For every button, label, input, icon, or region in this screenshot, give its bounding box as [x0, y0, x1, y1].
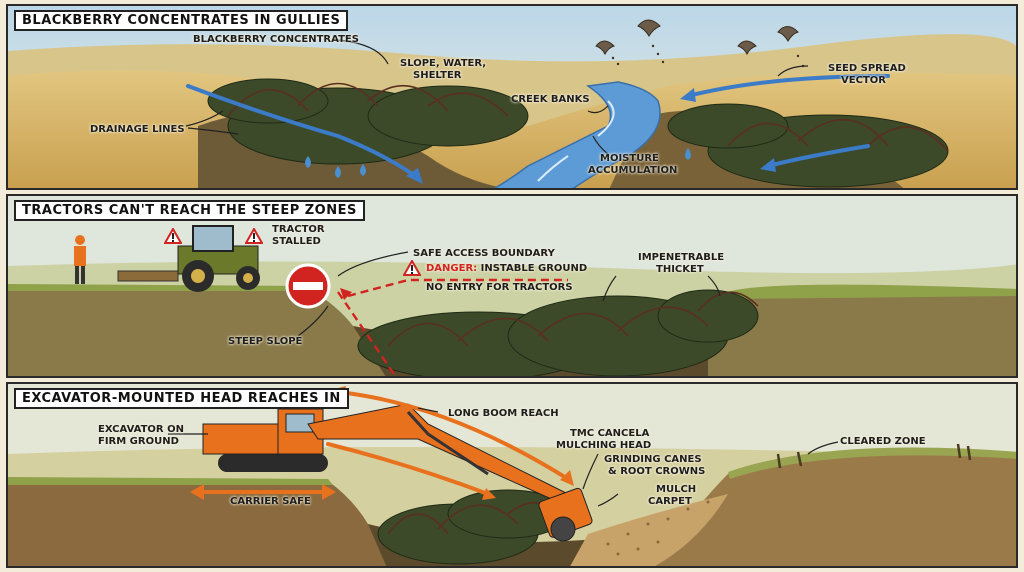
label-slope-water-shelter-1: SLOPE, WATER, [400, 58, 487, 69]
label-drainage-lines: DRAINAGE LINES [90, 124, 185, 135]
tractor-scene [8, 196, 1016, 376]
worker-icon [74, 235, 86, 284]
bramble-thicket [357, 289, 759, 376]
bramble-thicket [207, 78, 949, 188]
label-excavator-1: EXCAVATOR ON [98, 424, 184, 435]
label-steep-slope: STEEP SLOPE [228, 336, 303, 347]
label-tractor-stalled-1: TRACTOR [272, 224, 325, 235]
gully-scene [8, 6, 1016, 188]
label-no-entry: NO ENTRY FOR TRACTORS [426, 282, 573, 293]
mulching-head-icon [538, 487, 593, 542]
label-tmc-2: MULCHING HEAD [556, 440, 652, 451]
panel-excavator: EXCAVATOR-MOUNTED HEAD REACHES IN EXCAVA… [6, 382, 1018, 568]
panel-tractors: TRACTORS CAN'T REACH THE STEEP ZONES TRA… [6, 194, 1018, 378]
label-impenetrable-2: THICKET [656, 264, 704, 275]
tractor-icon [117, 225, 260, 292]
label-mulch-2: CARPET [648, 496, 692, 507]
danger-word: DANGER: [426, 263, 478, 274]
label-blackberry-concentrates: BLACKBERRY CONCENTRATES [193, 34, 359, 45]
label-grinding-1: GRINDING CANES [604, 454, 702, 465]
label-impenetrable-1: IMPENETRABLE [638, 252, 725, 263]
panel-title: TRACTORS CAN'T REACH THE STEEP ZONES [14, 200, 365, 221]
excavator-scene [8, 384, 1016, 566]
label-slope-water-shelter-2: SHELTER [413, 70, 462, 81]
panel-title: BLACKBERRY CONCENTRATES IN GULLIES [14, 10, 349, 31]
label-seed-spread-1: SEED SPREAD [828, 63, 906, 74]
label-grinding-2: & ROOT CROWNS [608, 466, 706, 477]
bird-icon [595, 19, 799, 56]
label-cleared-zone: CLEARED ZONE [840, 436, 926, 447]
label-mulch-1: MULCH [656, 484, 697, 495]
danger-rest: INSTABLE GROUND [477, 263, 588, 274]
warning-icon [164, 228, 182, 244]
panel-title: EXCAVATOR-MOUNTED HEAD REACHES IN [14, 388, 349, 409]
label-excavator-2: FIRM GROUND [98, 436, 179, 447]
water-drop-icon [305, 148, 691, 178]
label-tmc-1: TMC CANCELA [570, 428, 650, 439]
label-safe-access-boundary: SAFE ACCESS BOUNDARY [413, 248, 555, 259]
label-carrier-safe: CARRIER SAFE [230, 496, 311, 507]
warning-icon [403, 260, 421, 276]
label-long-boom: LONG BOOM REACH [448, 408, 559, 419]
panel-gullies: BLACKBERRY CONCENTRATES IN GULLIES BLACK… [6, 4, 1018, 190]
label-creek-banks: CREEK BANKS [511, 94, 590, 105]
mulch-carpet [570, 494, 728, 566]
label-seed-spread-2: VECTOR [841, 75, 886, 86]
label-tractor-stalled-2: STALLED [272, 236, 321, 247]
label-moisture-1: MOISTURE [600, 153, 659, 164]
label-danger: DANGER: INSTABLE GROUND [426, 263, 587, 275]
label-moisture-2: ACCUMULATION [588, 165, 678, 176]
warning-icon [245, 228, 263, 244]
no-entry-icon [285, 263, 331, 309]
